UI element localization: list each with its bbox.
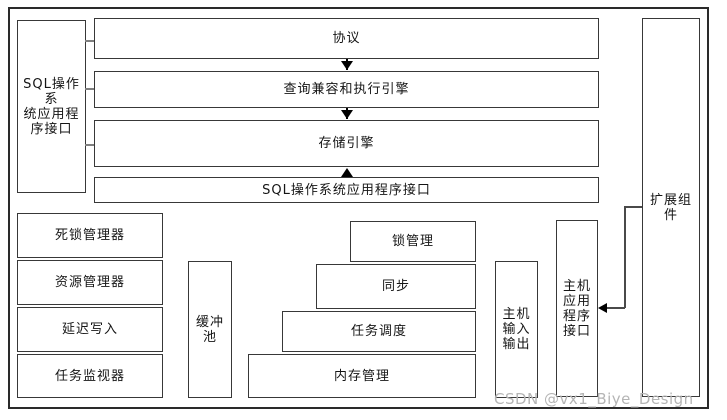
outer-frame (8, 7, 709, 409)
synchronization-box: 同步 (316, 264, 476, 309)
task-scheduling-box: 任务调度 (282, 311, 476, 352)
arrow-left-icon (598, 303, 607, 313)
elbow-connector-top (624, 206, 642, 208)
sql-os-api-side-box: SQL操作系 统应用程 序接口 (17, 20, 86, 193)
resource-manager-box: 资源管理器 (17, 260, 163, 305)
query-compat-exec-engine-box: 查询兼容和执行引擎 (94, 71, 599, 108)
lock-management-box: 锁管理 (350, 221, 476, 262)
elbow-connector-vertical (624, 206, 626, 308)
extension-components-box: 扩展组 件 (642, 18, 700, 397)
host-api-box: 主机 应用 程序 接口 (556, 220, 598, 397)
sql-os-api-bottom-box: SQL操作系统应用程序接口 (94, 177, 599, 203)
elbow-connector-bottom (605, 307, 625, 309)
deadlock-manager-box: 死锁管理器 (17, 213, 163, 258)
host-io-box: 主机 输入 输出 (495, 261, 538, 398)
task-monitor-box: 任务监视器 (17, 354, 163, 398)
arrow-down-icon (341, 110, 353, 119)
lazy-write-box: 延迟写入 (17, 307, 163, 352)
arrow-up-icon (341, 167, 353, 177)
arrow-down-icon (341, 61, 353, 70)
storage-engine-box: 存储引擎 (94, 120, 599, 167)
connector-tick-protocol (85, 40, 95, 42)
protocol-box: 协议 (94, 18, 599, 59)
connector-tick-query-engine (85, 88, 95, 90)
buffer-pool-box: 缓冲 池 (188, 261, 232, 398)
memory-management-box: 内存管理 (248, 354, 476, 398)
csdn-watermark: CSDN @vx1_Biye_Design (494, 390, 694, 408)
connector-tick-storage-engine (85, 144, 95, 146)
